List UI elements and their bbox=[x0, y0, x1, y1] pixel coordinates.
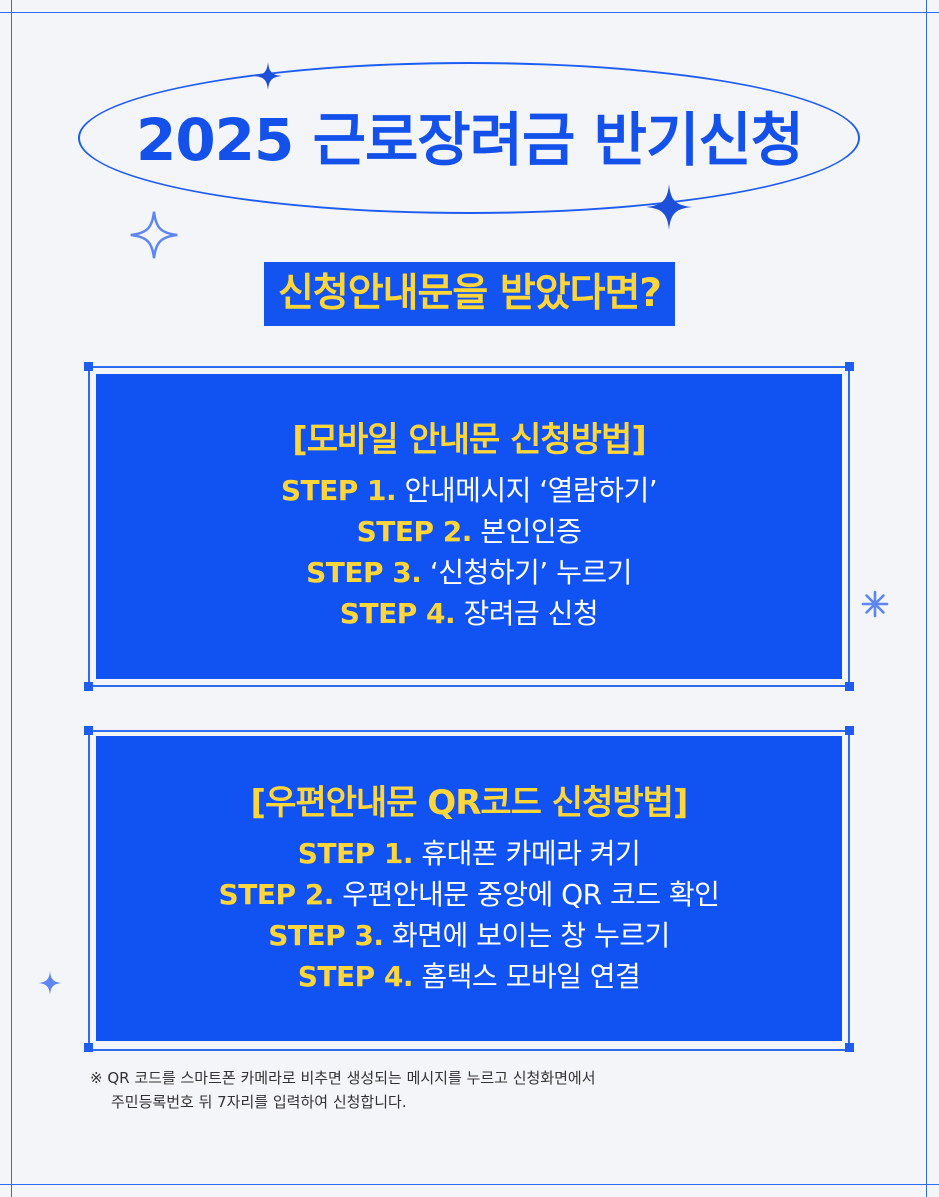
postal-box-frame bbox=[88, 730, 850, 1051]
postal-method-heading: [우편안내문 QR코드 신청방법] bbox=[250, 783, 689, 823]
step-text: 화면에 보이는 창 누르기 bbox=[383, 919, 670, 952]
step-label: STEP 4. bbox=[339, 597, 456, 630]
asterisk-icon bbox=[861, 590, 889, 618]
postal-step-1: STEP 1. 휴대폰 카메라 켜기 bbox=[96, 833, 842, 874]
sparkle-icon bbox=[646, 184, 692, 230]
step-text: 우편안내문 중앙에 QR 코드 확인 bbox=[333, 878, 720, 911]
mobile-box-handle bbox=[84, 682, 93, 691]
mobile-box-handle bbox=[84, 362, 93, 371]
postal-method-box: [우편안내문 QR코드 신청방법] STEP 1. 휴대폰 카메라 켜기 STE… bbox=[96, 736, 842, 1041]
sparkle-icon bbox=[130, 211, 178, 259]
footnote-line-1: ※ QR 코드를 스마트폰 카메라로 비추면 생성되는 메시지를 누르고 신청화… bbox=[90, 1069, 596, 1087]
step-label: STEP 2. bbox=[218, 878, 335, 911]
step-text: 장려금 신청 bbox=[455, 597, 599, 630]
title-ellipse bbox=[78, 62, 860, 214]
mobile-step-1: STEP 1. 안내메시지 ‘열람하기’ bbox=[96, 470, 842, 511]
postal-step-4: STEP 4. 홈택스 모바일 연결 bbox=[96, 956, 842, 997]
guide-line-right bbox=[926, 0, 927, 1197]
step-label: STEP 2. bbox=[356, 515, 473, 548]
postal-box-handle bbox=[845, 1043, 854, 1052]
mobile-box-handle bbox=[845, 682, 854, 691]
mobile-box-handle bbox=[845, 362, 854, 371]
mobile-step-2: STEP 2. 본인인증 bbox=[96, 511, 842, 552]
step-label: STEP 1. bbox=[297, 837, 414, 870]
step-label: STEP 3. bbox=[268, 919, 384, 952]
step-text: 안내메시지 ‘열람하기’ bbox=[396, 474, 658, 507]
sparkle-icon bbox=[38, 971, 62, 995]
step-label: STEP 4. bbox=[297, 960, 414, 993]
mobile-step-3: STEP 3. ‘신청하기’ 누르기 bbox=[96, 552, 842, 593]
mobile-method-box: [모바일 안내문 신청방법] STEP 1. 안내메시지 ‘열람하기’ STEP… bbox=[96, 374, 842, 679]
page-title: 2025 근로장려금 반기신청 bbox=[135, 106, 804, 174]
sparkle-icon bbox=[254, 62, 282, 90]
postal-box-handle bbox=[84, 726, 93, 735]
postal-box-handle bbox=[84, 1043, 93, 1052]
step-label: STEP 1. bbox=[280, 474, 397, 507]
step-text: 휴대폰 카메라 켜기 bbox=[412, 837, 641, 870]
guide-line-bottom bbox=[0, 1184, 939, 1185]
postal-step-2: STEP 2. 우편안내문 중앙에 QR 코드 확인 bbox=[96, 874, 842, 915]
mobile-box-frame bbox=[88, 366, 850, 687]
footnote-line-2: 주민등록번호 뒤 7자리를 입력하여 신청합니다. bbox=[111, 1093, 407, 1111]
step-label: STEP 3. bbox=[306, 556, 422, 589]
subtitle: 신청안내문을 받았다면? bbox=[263, 262, 675, 326]
guide-line-top bbox=[0, 12, 939, 13]
subtitle-wrap: 신청안내문을 받았다면? bbox=[0, 262, 939, 326]
step-text: ‘신청하기’ 누르기 bbox=[421, 556, 633, 589]
guide-line-left bbox=[11, 0, 12, 1197]
postal-step-3: STEP 3. 화면에 보이는 창 누르기 bbox=[96, 915, 842, 956]
mobile-step-4: STEP 4. 장려금 신청 bbox=[96, 593, 842, 634]
step-text: 본인인증 bbox=[471, 515, 582, 548]
footnote: ※ QR 코드를 스마트폰 카메라로 비추면 생성되는 메시지를 누르고 신청화… bbox=[90, 1066, 850, 1114]
postal-box-handle bbox=[845, 726, 854, 735]
mobile-method-heading: [모바일 안내문 신청방법] bbox=[292, 420, 647, 460]
step-text: 홈택스 모바일 연결 bbox=[412, 960, 641, 993]
